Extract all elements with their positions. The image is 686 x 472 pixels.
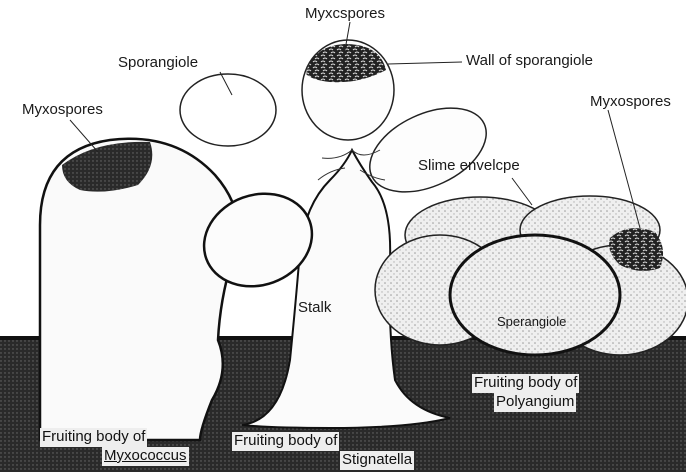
caption-myxococcus-line1: Fruiting body of (40, 428, 147, 447)
leader-sporangiole-top (220, 72, 232, 95)
label-stalk: Stalk (298, 300, 331, 315)
caption-polyangium-line1: Fruiting body of (472, 374, 579, 393)
polyangium-cluster (375, 196, 686, 355)
myxococcus-spore-cap (62, 142, 152, 192)
label-sporangiole-inner: Sperangiole (497, 315, 566, 328)
label-myxospores-left: Myxospores (22, 102, 103, 117)
myxococcus-body (40, 139, 238, 440)
caption-stignatella-line2: Stignatella (340, 451, 414, 470)
label-myxospores-right: Myxospores (590, 94, 671, 109)
caption-polyangium-line2: Polyangium (494, 393, 576, 412)
label-myxospores-top: Myxcspores (305, 6, 385, 21)
leader-wall-sporangiole (388, 62, 462, 64)
caption-stignatella: Fruiting body of Stignatella (232, 432, 414, 470)
label-wall-of-sporangiole: Wall of sporangiole (466, 53, 593, 68)
label-sporangiole-top: Sporangiole (118, 55, 198, 70)
caption-stignatella-line1: Fruiting body of (232, 432, 339, 451)
polyangium-sporangiole (450, 235, 620, 355)
sporangiole-upper-left (180, 74, 276, 146)
caption-myxococcus: Fruiting body of Myxococcus (40, 428, 189, 466)
label-slime-envelope: Slime envelcpe (418, 158, 520, 173)
caption-polyangium: Fruiting body of Polyangium (472, 374, 579, 412)
caption-myxococcus-line2: Myxococcus (102, 447, 189, 466)
